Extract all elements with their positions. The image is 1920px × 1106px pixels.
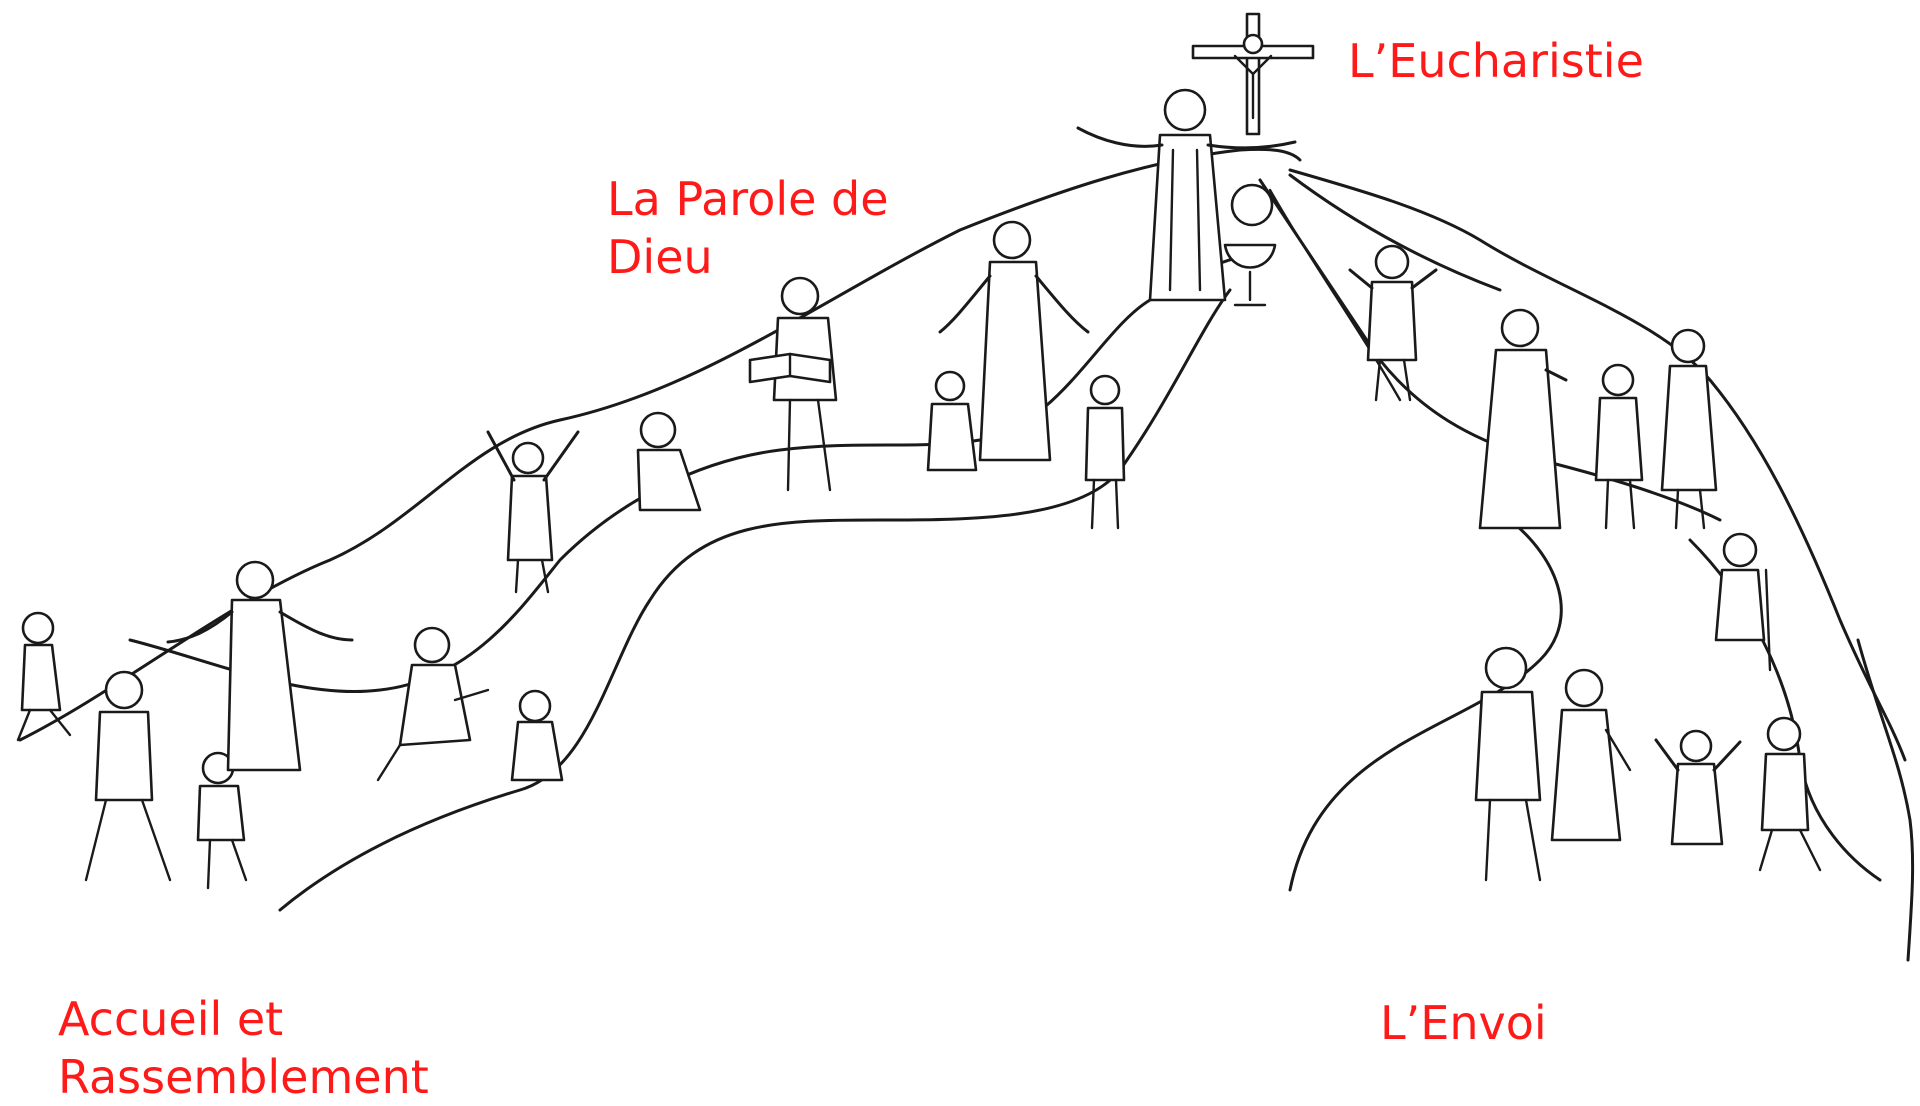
mountain-outline [18,147,1915,962]
man-figure [1474,646,1542,882]
reader-figure [772,276,838,492]
child-figure [1084,374,1126,530]
adult-figure [84,670,172,882]
kneeling-figure [376,626,490,782]
child-figure [16,611,72,742]
priest-figure-center [938,220,1090,462]
priest-figure-communion [1478,308,1568,530]
host-icon [1230,183,1274,227]
sitting-child-figure [510,689,564,782]
child-figure [1348,244,1438,402]
stage-label-envoi: L’Envoi [1380,996,1547,1050]
child-figure [1758,716,1822,872]
stage-label-parole: La Parole de Dieu [607,172,889,284]
woman-figure [1660,328,1718,530]
child-figure [196,751,248,890]
child-figure [1594,363,1644,530]
child-figure [926,370,978,472]
raised-arms-figure [486,430,580,594]
priest-figure-summit [1076,88,1297,302]
crucifix-icon [1191,12,1315,136]
priest-figure-welcome [166,560,354,772]
people-figures [16,220,1822,890]
seated-figure [1714,532,1772,672]
child-figure [1654,729,1742,846]
stage-label-eucharistie: L’Eucharistie [1348,34,1644,88]
stage-label-accueil: Accueil et Rassemblement [58,992,429,1104]
open-book-icon [748,352,832,384]
woman-figure [1550,668,1632,842]
sitting-figure [636,411,702,512]
chalice-icon [1223,243,1277,307]
